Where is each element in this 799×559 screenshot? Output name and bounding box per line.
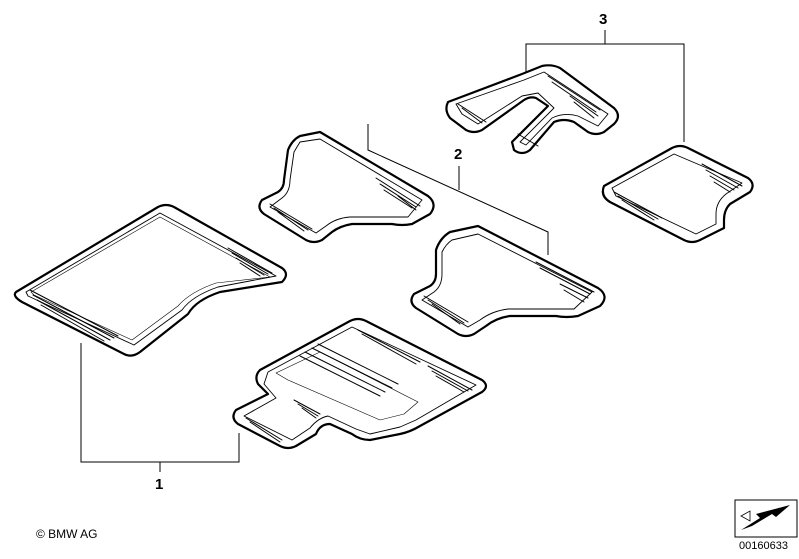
reference-arrow-icon	[734, 499, 798, 538]
leader-lines	[80, 30, 685, 472]
callout-1: 1	[155, 476, 164, 493]
copyright-notice: © BMW AG	[36, 527, 98, 541]
floor-mat-front-left	[13, 203, 288, 357]
callout-3: 3	[599, 11, 608, 28]
floor-mat-third-row-side	[601, 144, 754, 244]
floor-mat-rear-right	[410, 224, 606, 338]
floor-mat-rear-left	[258, 130, 435, 244]
leader-line-1	[80, 343, 240, 463]
floor-mat-third-row-bridge	[445, 64, 620, 155]
floor-mat-front-right	[232, 317, 488, 450]
callout-2: 2	[454, 146, 463, 163]
leader-line-2	[367, 124, 549, 255]
drawing-number: 00160633	[739, 540, 788, 552]
